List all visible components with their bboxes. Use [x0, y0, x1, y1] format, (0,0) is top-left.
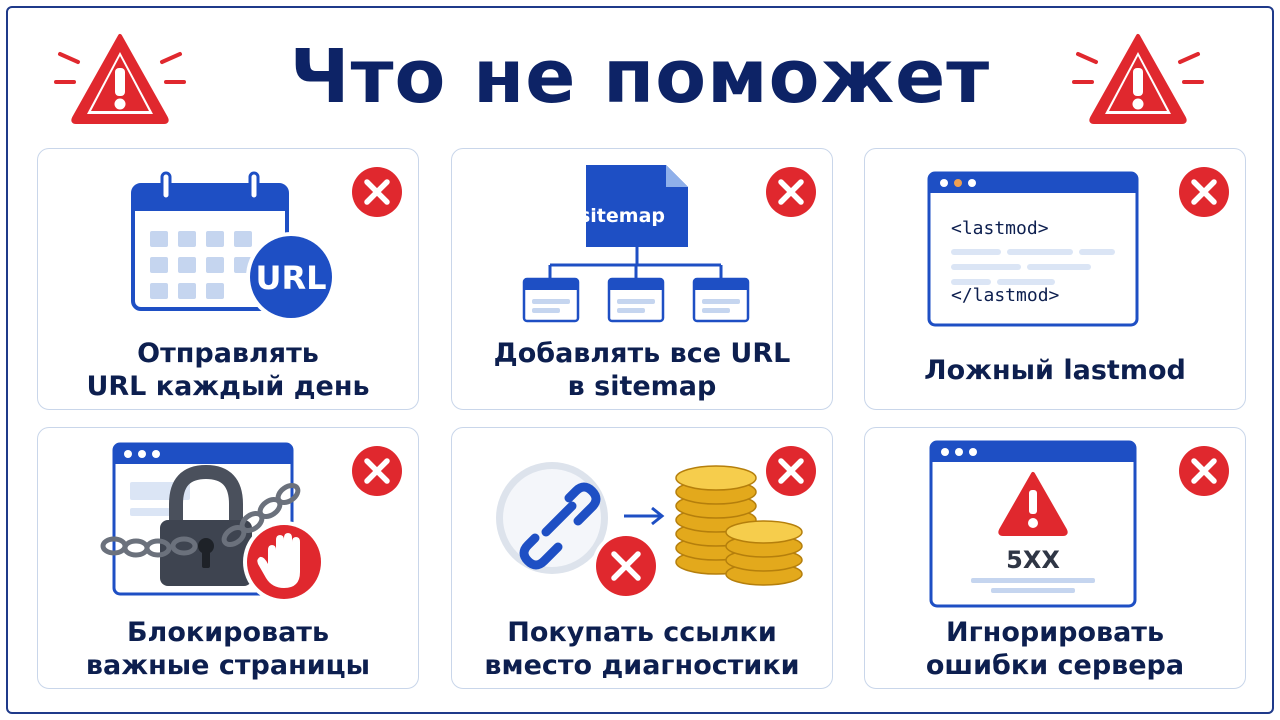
x-icon	[1179, 167, 1229, 217]
sitemap-file-text: sitemap	[579, 205, 665, 227]
error-code-text: 5XX	[1006, 546, 1060, 574]
code-open-tag: <lastmod>	[951, 218, 1049, 239]
card-submit-url-daily: URL Отправлять URL каждый день	[37, 148, 419, 410]
x-icon	[352, 167, 402, 217]
card-fake-lastmod: <lastmod> </lastmod> Ложный lastmod	[864, 148, 1246, 410]
card-label: Покупать ссылки вместо диагностики	[484, 617, 800, 681]
padlock-chain-icon	[100, 442, 325, 603]
calendar-icon: URL	[131, 171, 336, 322]
x-icon	[1179, 446, 1229, 496]
url-badge-text: URL	[255, 259, 326, 297]
card-buy-links: Покупать ссылки вместо диагностики	[451, 427, 833, 689]
card-label: Добавлять все URL в sitemap	[493, 338, 791, 402]
card-label: Игнорировать ошибки сервера	[925, 617, 1185, 681]
x-icon	[352, 446, 402, 496]
card-label: Блокировать важные страницы	[85, 617, 371, 681]
sitemap-icon: sitemap	[522, 165, 750, 323]
page-frame	[6, 6, 1274, 714]
code-close-tag: </lastmod>	[951, 285, 1060, 306]
page-title: Что не поможет	[289, 34, 991, 120]
card-add-all-url-sitemap: sitemap Добавлять все URL в sit	[451, 148, 833, 410]
x-icon	[766, 167, 816, 217]
server-error-window-icon: 5XX	[929, 440, 1137, 608]
link-coins-icon	[496, 462, 803, 600]
card-ignore-server-errors: 5XX Игнорировать ошибки сервера	[864, 427, 1246, 689]
warning-icon	[54, 34, 186, 124]
card-label: Отправлять URL каждый день	[86, 338, 370, 402]
card-label: Ложный lastmod	[924, 354, 1186, 386]
card-block-important-pages: Блокировать важные страницы	[37, 427, 419, 689]
x-icon	[766, 446, 816, 496]
warning-icon	[1072, 34, 1204, 124]
code-window-icon: <lastmod> </lastmod>	[927, 171, 1139, 327]
